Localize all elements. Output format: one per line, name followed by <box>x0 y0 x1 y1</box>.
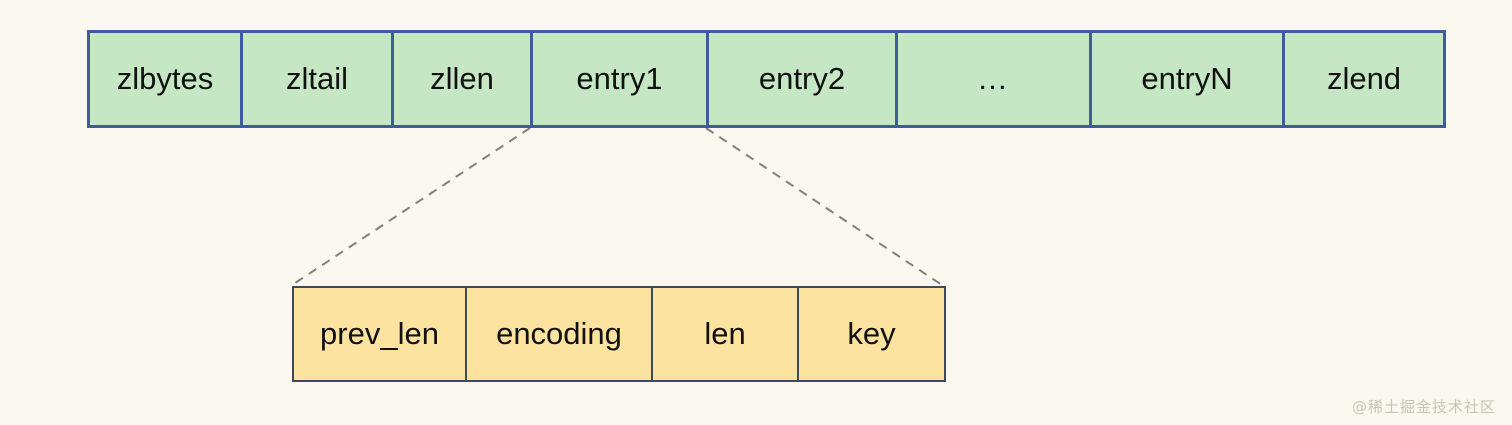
entry-cell-label: len <box>704 316 746 351</box>
entry-cell-encoding: encoding <box>467 288 653 380</box>
entry-detail-row: prev_len encoding len key <box>292 286 946 382</box>
ziplist-header-row: zlbytes zltail zllen entry1 entry2 … ent… <box>87 30 1446 128</box>
ziplist-cell-label: zllen <box>430 61 494 96</box>
entry-cell-prev-len: prev_len <box>294 288 467 380</box>
entry-cell-len: len <box>653 288 799 380</box>
ziplist-cell-zlbytes: zlbytes <box>90 33 243 125</box>
connector-line-right <box>705 127 943 286</box>
ziplist-cell-entry1: entry1 <box>533 33 709 125</box>
ziplist-cell-label: zlend <box>1326 61 1402 96</box>
ziplist-cell-label: zltail <box>285 61 348 96</box>
ellipsis-icon: … <box>977 61 1010 96</box>
ziplist-cell-entry2: entry2 <box>709 33 898 125</box>
watermark-text: @稀土掘金技术社区 <box>1351 398 1496 416</box>
ziplist-cell-zltail: zltail <box>243 33 394 125</box>
ziplist-cell-zllen: zllen <box>394 33 533 125</box>
ziplist-cell-zlend: zlend <box>1285 33 1443 125</box>
connector-line-left <box>291 127 531 286</box>
entry-cell-label: key <box>847 316 896 351</box>
ziplist-cell-ellipsis: … <box>898 33 1092 125</box>
ziplist-cell-label: entry2 <box>758 61 846 96</box>
entry-cell-label: encoding <box>496 316 622 351</box>
ziplist-cell-label: entry1 <box>576 61 663 96</box>
ziplist-cell-label: zlbytes <box>116 61 214 96</box>
entry-cell-label: prev_len <box>320 316 439 351</box>
entry-cell-key: key <box>799 288 944 380</box>
ziplist-cell-entryn: entryN <box>1092 33 1285 125</box>
ziplist-cell-label: entryN <box>1141 61 1233 96</box>
